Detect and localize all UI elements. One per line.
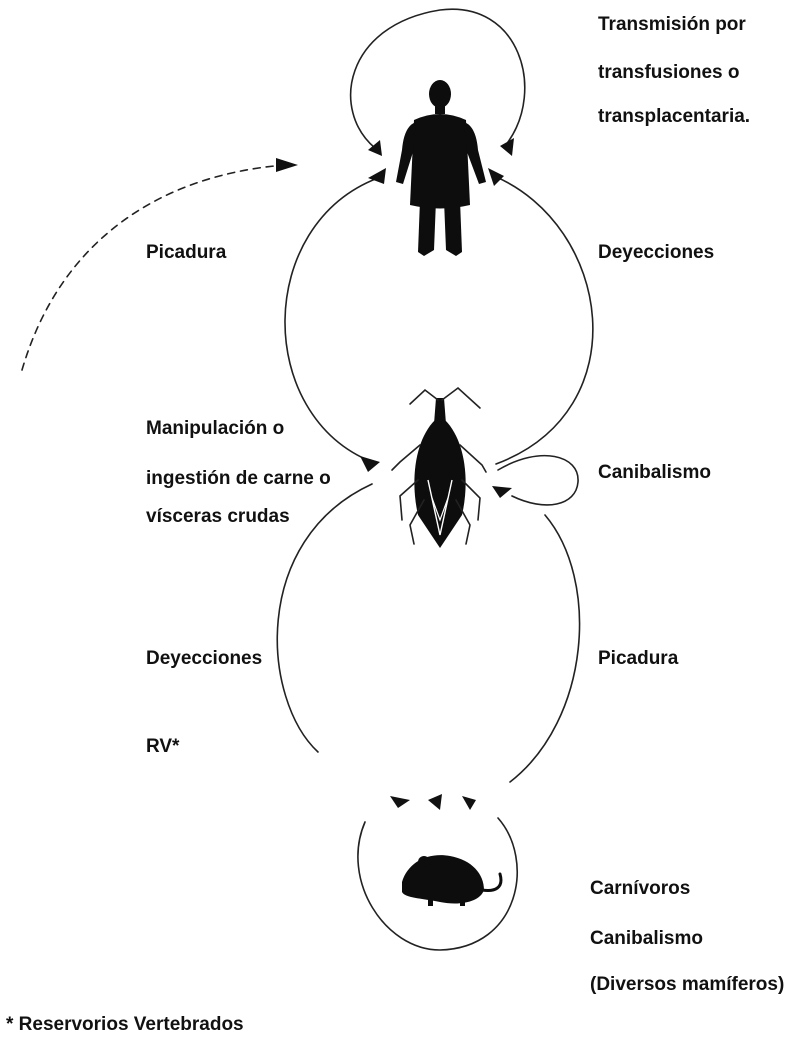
- arrowhead-cannibalism: [492, 486, 512, 498]
- outer-dashed-arc: [22, 165, 285, 370]
- deyecciones-upper-label: Deyecciones: [598, 242, 714, 263]
- transmission-label-line2: transfusiones o: [598, 62, 739, 83]
- carnivoros-label: Carnívoros: [590, 878, 690, 899]
- lower-left-arc: [277, 484, 372, 752]
- cannibalism-loop-curve: [498, 456, 578, 505]
- rv-label: RV*: [146, 736, 180, 757]
- lower-right-arc: [510, 515, 580, 782]
- arrowhead-to-human-right: [488, 168, 504, 186]
- canibalismo-label: Canibalismo: [598, 462, 711, 483]
- manipulation-label-line1: Manipulación o: [146, 418, 284, 439]
- transmission-label-line3: transplacentaria.: [598, 106, 750, 127]
- mammals-label: (Diversos mamíferos): [590, 974, 784, 995]
- upper-left-arc: [285, 178, 378, 462]
- manipulation-label-line2: ingestión de carne o: [146, 468, 331, 489]
- triatomine-bug-icon: [392, 388, 486, 548]
- canibalismo-bottom-label: Canibalismo: [590, 928, 703, 949]
- transmission-label-line1: Transmisión por: [598, 14, 746, 35]
- arrowhead-outer-dashed: [276, 158, 298, 172]
- manipulation-label-line3: vísceras crudas: [146, 506, 290, 527]
- arrowhead-rodent-right: [462, 796, 476, 810]
- human-silhouette-icon: [396, 80, 486, 256]
- arrowhead-loop-right: [500, 138, 514, 156]
- picadura-lower-label: Picadura: [598, 648, 679, 669]
- arrowhead-rodent-left: [390, 796, 410, 808]
- arrowhead-to-bug-left: [360, 456, 380, 472]
- arrowhead-rodent-middle: [428, 794, 442, 810]
- rodent-icon: [402, 855, 501, 906]
- footnote-label: * Reservorios Vertebrados: [6, 1014, 244, 1035]
- picadura-upper-label: Picadura: [146, 242, 227, 263]
- upper-right-arc: [494, 176, 593, 464]
- deyecciones-lower-label: Deyecciones: [146, 648, 262, 669]
